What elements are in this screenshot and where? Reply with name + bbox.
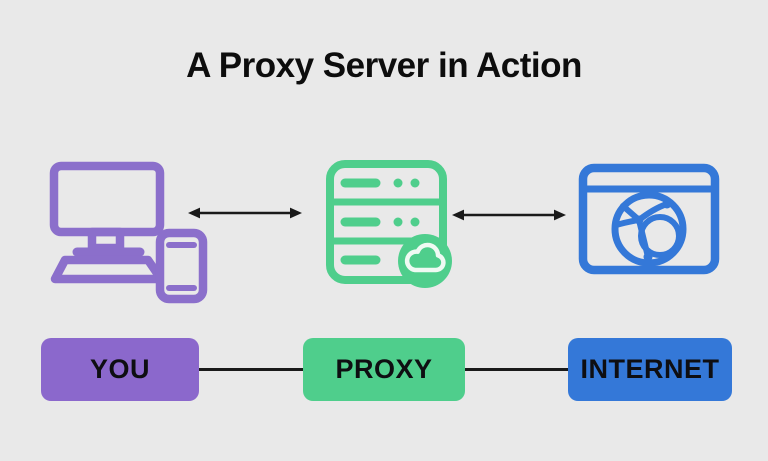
monitor-neck: [87, 227, 125, 253]
server-rack: [326, 160, 447, 284]
node-box-you: YOU: [41, 338, 199, 401]
server-with-cloud-icon: [326, 160, 452, 288]
monitor-screen: [49, 161, 165, 237]
cloud-icon: [404, 242, 446, 273]
keyboard: [50, 255, 166, 284]
globe-outer: [611, 191, 687, 267]
arrow-proxy-internet: [452, 209, 566, 221]
node-box-proxy: PROXY: [303, 338, 465, 401]
node-label-you: YOU: [89, 354, 150, 384]
connector-you-proxy: [199, 368, 303, 371]
browser-globe-icon: [578, 163, 720, 275]
cloud-badge: [398, 234, 452, 288]
server-leds: [393, 178, 420, 227]
phone-body: [155, 228, 208, 304]
connector-proxy-internet: [465, 368, 568, 371]
node-box-internet: INTERNET: [568, 338, 732, 401]
node-label-proxy: PROXY: [335, 354, 433, 384]
node-label-internet: INTERNET: [580, 354, 720, 384]
browser-window: [578, 163, 720, 275]
computer-and-phone-icon: [49, 161, 208, 304]
globe-nodes: [634, 199, 672, 262]
arrow-you-proxy: [188, 207, 302, 219]
page-title: A Proxy Server in Action: [186, 46, 582, 85]
